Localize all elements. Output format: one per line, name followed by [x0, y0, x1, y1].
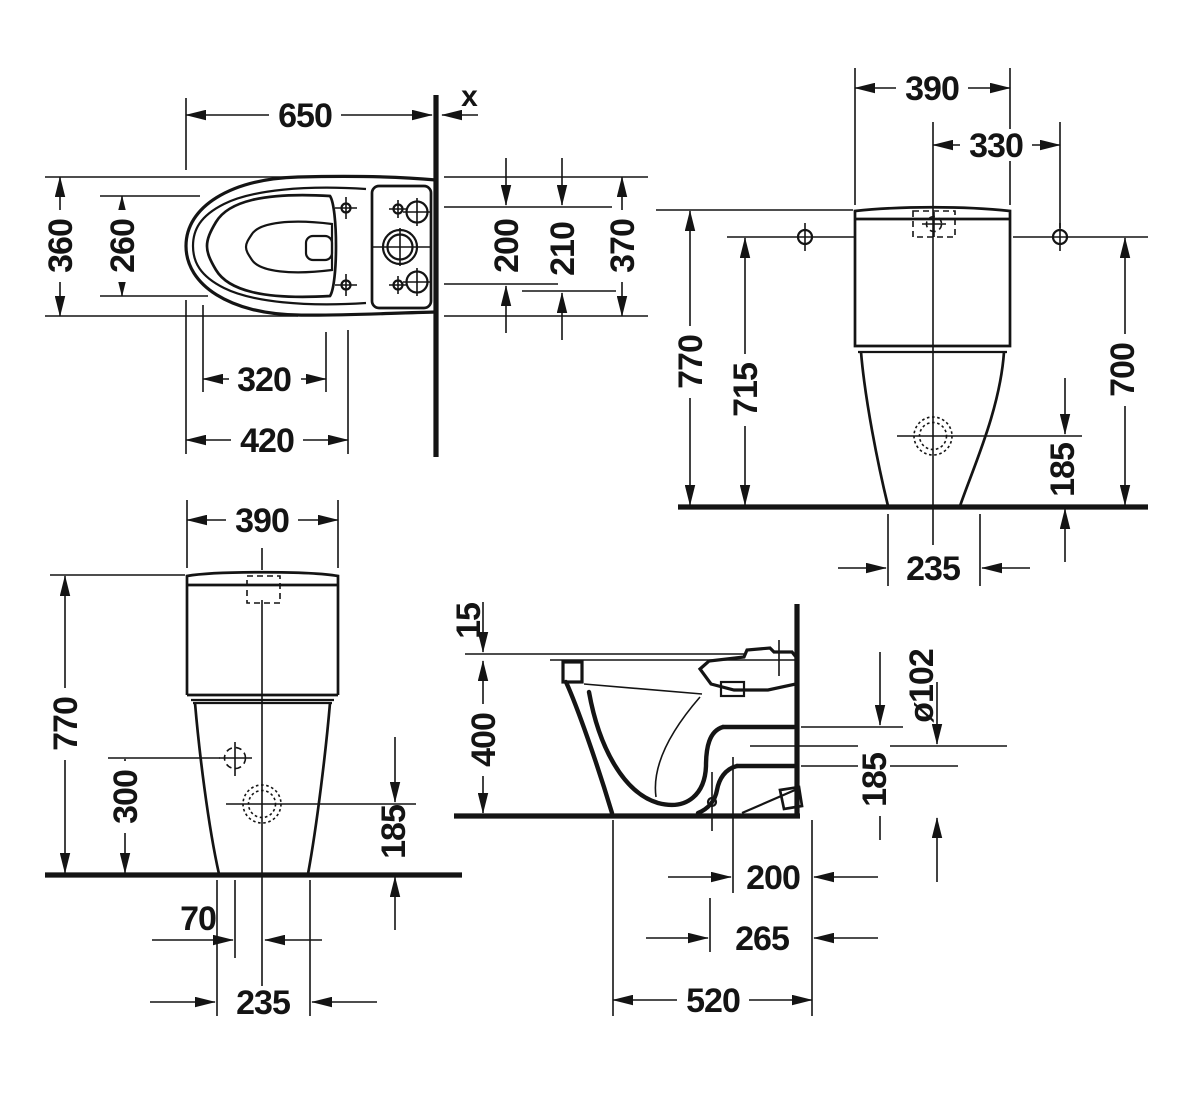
dim-plan-210: 210 [544, 158, 582, 340]
dim-label-390: 390 [905, 70, 959, 108]
rear-bowl-right [958, 351, 1006, 507]
dim-label-185-front: 185 [375, 805, 413, 859]
rear-flush-button-dashed [912, 210, 956, 238]
dim-label-200-side: 200 [746, 859, 800, 897]
dim-plan-200: 200 [488, 158, 526, 333]
dim-label-360: 360 [42, 219, 80, 273]
dim-plan-320: 320 [202, 305, 327, 399]
plan-flush-ledge [304, 234, 334, 262]
dim-front-770: 770 [47, 574, 185, 874]
dim-side-185: 185 [856, 682, 943, 882]
dim-label-235-rear: 235 [906, 550, 960, 588]
dim-label-265: 265 [735, 920, 789, 958]
dim-label-520: 520 [686, 982, 740, 1020]
rear-view: 390 330 [656, 68, 1148, 588]
dim-label-330: 330 [969, 127, 1023, 165]
plan-tank-plate [370, 184, 433, 310]
dim-rear-235: 235 [838, 514, 1030, 588]
rear-drain [897, 416, 1082, 456]
front-bowl-left [193, 702, 221, 875]
dim-front-390: 390 [186, 500, 339, 568]
dim-side-400: 400 [465, 660, 503, 814]
dim-label-x: x [461, 80, 478, 113]
dim-label-70: 70 [180, 900, 216, 938]
front-tank [185, 570, 340, 702]
dim-rear-185: 185 [1044, 378, 1082, 562]
dim-label-o102: ø102 [903, 649, 941, 723]
dim-plan-420: 420 [185, 300, 349, 460]
dim-rear-330: 330 [932, 122, 1061, 228]
plan-rim-line [191, 186, 367, 306]
dim-plan-wall-gap: x [441, 80, 479, 121]
front-view: 390 [45, 500, 462, 1022]
dim-plan-650: 650 [185, 97, 433, 170]
side-hinge-section [697, 646, 798, 692]
dim-label-210: 210 [544, 222, 582, 276]
dim-plan-370: 370 [604, 176, 642, 317]
plan-water-area [244, 220, 334, 274]
dim-side-520: 520 [612, 982, 813, 1020]
rear-bowl-left [859, 351, 890, 507]
plan-bowl-outline [184, 174, 437, 317]
front-drain [226, 784, 416, 824]
dim-rear-700: 700 [1104, 237, 1142, 506]
dim-plan-360: 360 [42, 176, 80, 317]
side-rim-front [561, 660, 584, 684]
dim-rear-770: 770 [656, 209, 853, 506]
dim-label-650: 650 [278, 97, 332, 135]
dim-label-715: 715 [727, 363, 765, 417]
dim-label-260: 260 [104, 219, 142, 273]
dim-label-15: 15 [450, 603, 488, 639]
dim-rear-715: 715 [727, 237, 765, 506]
dim-front-235: 235 [150, 880, 377, 1022]
dim-plan-260: 260 [104, 195, 142, 297]
dim-front-300: 300 [107, 758, 145, 874]
side-view: 15 400 ø102 185 [450, 602, 1007, 1020]
dim-label-370: 370 [604, 219, 642, 273]
rear-supply-markers [727, 223, 1148, 251]
dim-label-390-front: 390 [235, 502, 289, 540]
side-bowl-section [561, 640, 804, 893]
rear-tank [853, 205, 1012, 354]
plan-hinge-holes [335, 197, 357, 296]
dim-label-400: 400 [465, 713, 503, 767]
front-flush-button-dashed [246, 575, 281, 604]
plan-view: 650 x 360 260 [42, 80, 648, 460]
dim-side-200: 200 [668, 859, 878, 897]
dim-side-15: 15 [450, 602, 556, 655]
dim-label-300: 300 [107, 770, 145, 824]
dim-label-200: 200 [488, 219, 526, 273]
side-fixing-hole [778, 785, 804, 811]
front-bowl-right [306, 702, 332, 875]
dim-front-185: 185 [375, 737, 413, 930]
dim-rear-390: 390 [854, 68, 1011, 205]
dim-label-420: 420 [240, 422, 294, 460]
dim-label-700: 700 [1104, 343, 1142, 397]
dim-label-185-rear: 185 [1044, 443, 1082, 497]
dim-label-770: 770 [672, 335, 710, 389]
dim-label-235-front: 235 [236, 984, 290, 1022]
dim-label-185-side: 185 [856, 753, 894, 807]
dim-front-70: 70 [152, 880, 322, 958]
dim-side-265: 265 [646, 898, 878, 958]
dim-label-770-front: 770 [47, 697, 85, 751]
dim-label-320: 320 [237, 361, 291, 399]
plan-seat-opening [205, 193, 338, 299]
front-supply-marker [108, 742, 252, 776]
